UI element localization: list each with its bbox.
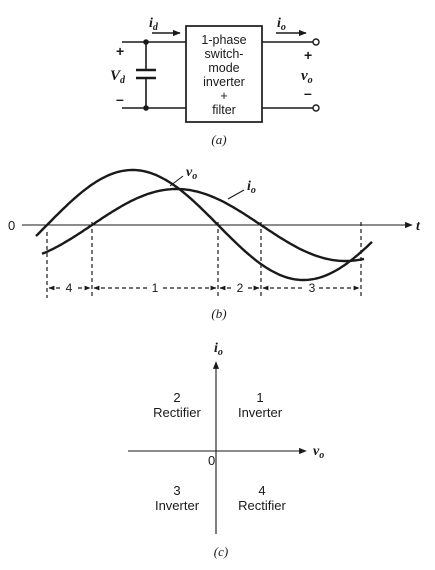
caption-a: (a) <box>211 132 226 147</box>
vd-minus: – <box>116 91 124 107</box>
panel-c-quadrants: io vo 0 1 Inverter 2 Rectifier 3 Inverte… <box>128 341 324 559</box>
quadrant-1-number: 1 <box>256 390 263 405</box>
interval-label-2: 2 <box>237 281 244 295</box>
quadrant-4-name: Rectifier <box>238 498 286 513</box>
panel-a-circuit: id io + – Vd + – vo 1-phase switch- mode… <box>110 16 320 147</box>
quadrant-2-name: Rectifier <box>153 405 201 420</box>
box-line-5: + <box>220 89 227 103</box>
vo-leader <box>169 175 184 187</box>
interval-3: 3 <box>262 281 360 295</box>
vo-wave-label: vo <box>186 165 197 182</box>
quadrant-4-number: 4 <box>258 483 265 498</box>
interval-label-3: 3 <box>309 281 316 295</box>
interval-label-4: 4 <box>66 281 73 295</box>
vo-waveform <box>35 168 373 282</box>
vo-plus: + <box>304 47 312 63</box>
box-line-3: mode <box>208 61 239 75</box>
vo-label: vo <box>301 68 313 86</box>
caption-c: (c) <box>214 544 228 559</box>
vd-label: Vd <box>110 68 126 86</box>
quadrant-3-number: 3 <box>173 483 180 498</box>
t-label: t <box>416 219 421 234</box>
io-waveform <box>41 187 365 263</box>
vo-axis-label: vo <box>313 444 324 461</box>
vd-plus: + <box>116 43 124 59</box>
interval-2: 2 <box>219 281 260 295</box>
quadrant-1-name: Inverter <box>238 405 283 420</box>
interval-4: 4 <box>48 281 91 295</box>
output-terminal-top <box>312 38 320 46</box>
junction-dot-top <box>143 39 149 45</box>
inverter-box <box>185 25 263 123</box>
box-line-1: 1-phase <box>201 33 246 47</box>
quadrant-2-number: 2 <box>173 390 180 405</box>
interval-1: 1 <box>93 281 217 295</box>
interval-label-1: 1 <box>152 281 159 295</box>
quadrant-3-name: Inverter <box>155 498 200 513</box>
zero-label: 0 <box>8 218 15 233</box>
vo-minus: – <box>304 85 312 101</box>
caption-b: (b) <box>211 306 226 321</box>
output-terminal-bottom <box>312 104 320 112</box>
box-line-2: switch- <box>205 47 244 61</box>
junction-dot-bottom <box>143 105 149 111</box>
box-line-6: filter <box>212 103 236 117</box>
origin-label: 0 <box>208 453 215 468</box>
io-wave-label: io <box>247 179 256 196</box>
io-label: io <box>277 16 286 33</box>
box-line-4: inverter <box>203 75 245 89</box>
io-leader <box>227 189 245 200</box>
id-label: id <box>149 16 159 33</box>
panel-b-waveforms: 0 t vo io 4 1 2 <box>8 165 421 321</box>
io-axis-label: io <box>214 341 223 358</box>
